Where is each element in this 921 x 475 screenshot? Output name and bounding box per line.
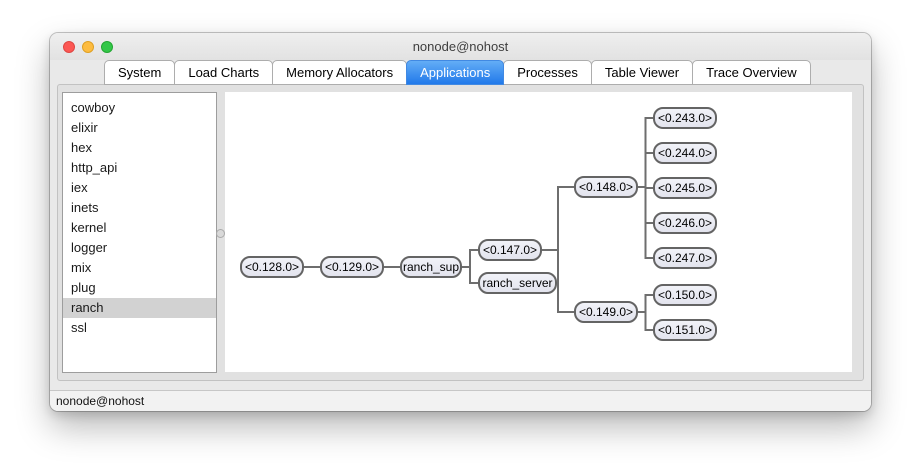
tree-edge	[542, 249, 574, 313]
sidebar-item-mix[interactable]: mix	[71, 260, 92, 275]
sidebar-item-elixir[interactable]: elixir	[71, 120, 98, 135]
status-text: nonode@nohost	[56, 394, 145, 408]
process-node--0-128-0-[interactable]: <0.128.0>	[240, 256, 304, 278]
tab-processes[interactable]: Processes	[503, 60, 592, 85]
tree-edges	[304, 117, 653, 331]
sidebar-item-iex[interactable]: iex	[71, 180, 88, 195]
sidebar-item-logger[interactable]: logger	[71, 240, 108, 255]
tree-edge	[542, 186, 574, 251]
sidebar-item-ranch[interactable]: ranch	[63, 298, 216, 318]
zoom-button[interactable]	[101, 41, 113, 53]
process-node--0-150-0-[interactable]: <0.150.0>	[653, 284, 717, 306]
process-node--0-243-0-[interactable]: <0.243.0>	[653, 107, 717, 129]
status-bar: nonode@nohost	[50, 390, 871, 411]
process-node--0-245-0-[interactable]: <0.245.0>	[653, 177, 717, 199]
tree-edge	[638, 152, 653, 188]
tab-table-viewer[interactable]: Table Viewer	[590, 60, 694, 85]
sidebar-item-hex[interactable]: hex	[71, 140, 92, 155]
process-node--0-148-0-[interactable]: <0.148.0>	[574, 176, 638, 198]
tab-memory-allocators[interactable]: Memory Allocators	[272, 60, 408, 85]
sidebar-item-http-api[interactable]: http_api	[71, 160, 118, 175]
splitter-handle[interactable]	[216, 229, 225, 238]
tab-trace-overview[interactable]: Trace Overview	[692, 60, 811, 85]
sidebar-item-plug[interactable]: plug	[71, 280, 96, 295]
tree-edge	[638, 294, 653, 313]
tab-system[interactable]: System	[104, 60, 176, 85]
process-node--0-244-0-[interactable]: <0.244.0>	[653, 142, 717, 164]
minimize-button[interactable]	[82, 41, 94, 53]
process-tree-canvas: <0.128.0> <0.129.0> ranch_sup <0.147.0> ranc…	[225, 92, 852, 372]
window-title: nonode@nohost	[412, 39, 509, 54]
process-node--0-129-0-[interactable]: <0.129.0>	[320, 256, 384, 278]
close-button[interactable]	[63, 41, 75, 53]
sidebar-item-ssl[interactable]: ssl	[71, 320, 87, 335]
process-node--0-246-0-[interactable]: <0.246.0>	[653, 212, 717, 234]
process-node--0-247-0-[interactable]: <0.247.0>	[653, 247, 717, 269]
tab-applications[interactable]: Applications	[406, 60, 505, 85]
process-node--0-149-0-[interactable]: <0.149.0>	[574, 301, 638, 323]
process-node-ranch-server[interactable]: ranch_server	[478, 272, 557, 294]
tree-edge	[638, 311, 653, 331]
titlebar[interactable]: nonode@nohost	[50, 33, 871, 60]
tab-load-charts[interactable]: Load Charts	[174, 60, 274, 85]
sidebar-item-inets[interactable]: inets	[71, 200, 99, 215]
process-node-ranch-sup[interactable]: ranch_sup	[400, 256, 462, 278]
traffic-lights	[63, 41, 113, 53]
process-node--0-147-0-[interactable]: <0.147.0>	[478, 239, 542, 261]
tree-edge	[462, 249, 478, 268]
tree-edge	[638, 186, 653, 259]
tree-edge	[462, 266, 478, 284]
sidebar-item-kernel[interactable]: kernel	[71, 220, 107, 235]
process-node--0-151-0-[interactable]: <0.151.0>	[653, 319, 717, 341]
sidebar-item-cowboy[interactable]: cowboy	[71, 100, 116, 115]
